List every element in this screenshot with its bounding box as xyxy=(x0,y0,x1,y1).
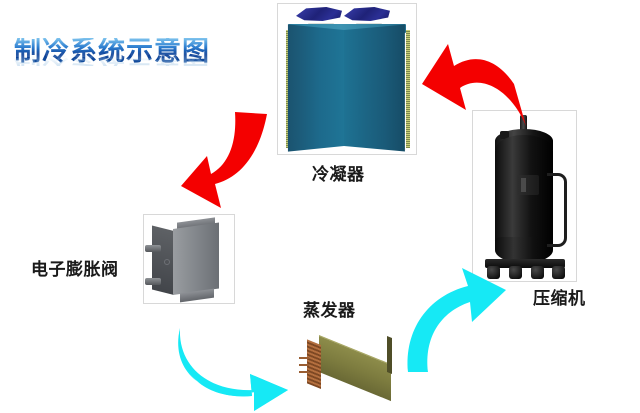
compressor-foot-icon xyxy=(531,266,544,279)
compressor-terminal-box-icon xyxy=(517,175,539,195)
flow-arrow-valve-to-evaporator xyxy=(178,328,288,411)
page-title-reflection: 制冷系统示意图 xyxy=(14,45,244,67)
compressor-discharge-pipe-icon xyxy=(520,115,527,137)
fan-blade-icon xyxy=(344,7,390,21)
label-evaporator: 蒸发器 xyxy=(303,301,356,321)
evaporator-tube-icon xyxy=(299,357,309,359)
evaporator-fin-block xyxy=(319,335,391,402)
compressor-bottom-cap xyxy=(495,237,553,263)
page-title: 制冷系统示意图 制冷系统示意图 xyxy=(14,38,244,110)
valve-port-icon xyxy=(145,245,161,252)
label-condenser: 冷凝器 xyxy=(312,165,365,185)
flow-arrow-condenser-to-valve xyxy=(181,112,267,208)
label-expansion-valve: 电子膨胀阀 xyxy=(31,260,119,280)
condenser-panel-left xyxy=(287,24,344,152)
compressor-base-plate xyxy=(485,259,565,268)
compressor-foot-icon xyxy=(552,266,565,279)
component-evaporator[interactable] xyxy=(297,333,397,403)
evaporator-tube-icon xyxy=(299,364,309,366)
component-condenser[interactable] xyxy=(277,3,417,155)
condenser-fin-edge-icon xyxy=(406,30,410,148)
compressor-suction-pipe-icon xyxy=(547,173,567,247)
label-compressor: 压缩机 xyxy=(533,289,586,309)
compressor-lifting-lug-icon xyxy=(500,131,509,139)
component-compressor[interactable] xyxy=(472,110,577,282)
evaporator-end-plate xyxy=(387,336,392,375)
flow-arrow-evaporator-to-compressor xyxy=(407,268,506,372)
compressor-shell xyxy=(495,135,553,255)
flow-arrow-compressor-to-condenser xyxy=(422,44,526,126)
valve-screw-icon xyxy=(164,259,170,265)
condenser-panel-right xyxy=(344,24,405,152)
valve-front-face xyxy=(173,222,219,295)
condenser-top-rail xyxy=(288,24,406,33)
evaporator-tube-header-icon xyxy=(307,339,321,389)
component-expansion-valve[interactable] xyxy=(143,214,235,304)
evaporator-tube-icon xyxy=(299,371,309,373)
fan-blade-icon xyxy=(296,7,342,21)
valve-port-icon xyxy=(145,278,161,285)
compressor-foot-icon xyxy=(487,266,500,279)
compressor-foot-icon xyxy=(509,266,522,279)
page-title-text: 制冷系统示意图 xyxy=(14,38,244,65)
